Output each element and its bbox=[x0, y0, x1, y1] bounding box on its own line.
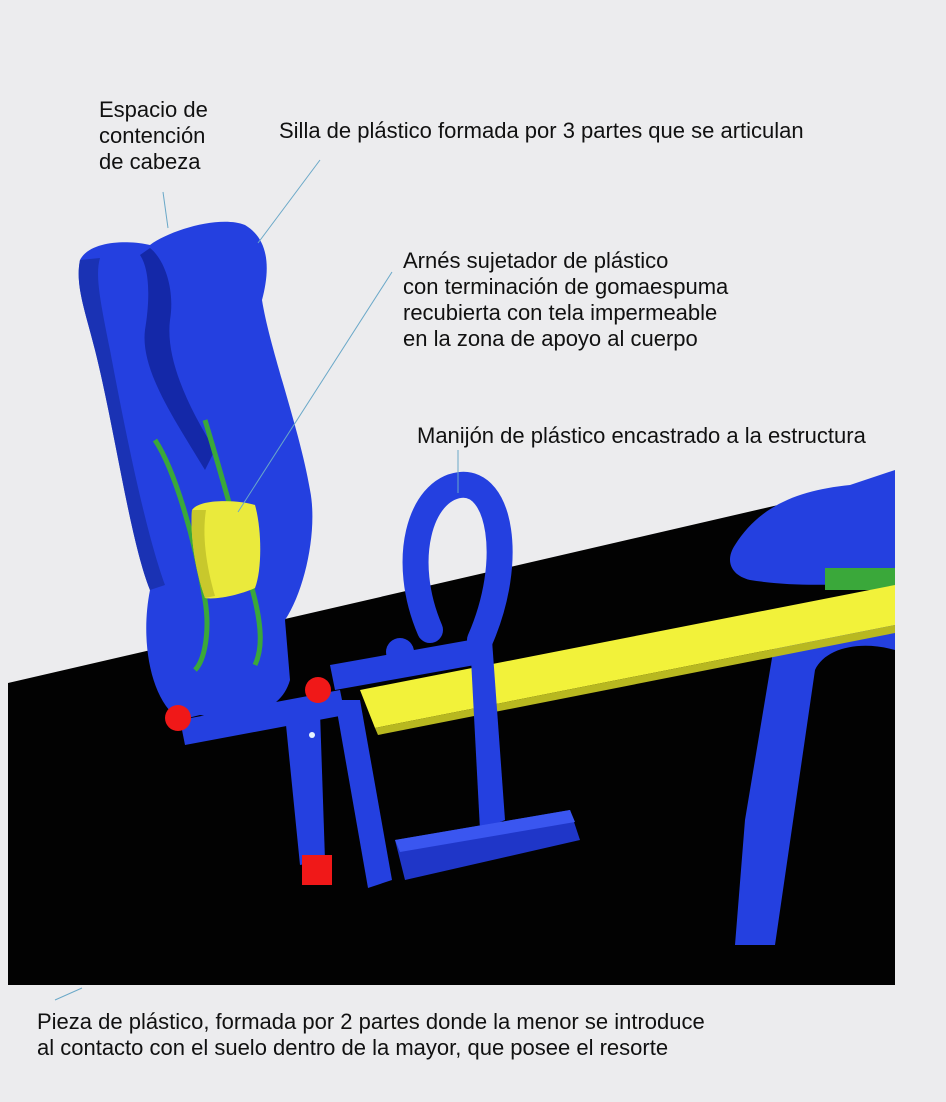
label-head-space-line-1: Espacio de bbox=[99, 97, 208, 122]
spring-leg-outer bbox=[285, 712, 325, 865]
front-frame-leg bbox=[470, 640, 505, 830]
label-handle: Manijón de plástico encastrado a la estr… bbox=[417, 423, 866, 449]
label-handle-line: Manijón de plástico encastrado a la estr… bbox=[417, 423, 866, 448]
label-head-space-line-2: contención bbox=[99, 123, 206, 148]
footrest-top bbox=[395, 810, 575, 852]
label-harness: Arnés sujetador de plástico con terminac… bbox=[403, 248, 728, 352]
yellow-beam-shade bbox=[375, 625, 895, 735]
spring-leg-tip bbox=[302, 855, 332, 885]
label-harness-line-2: con terminación de gomaespuma bbox=[403, 274, 729, 299]
label-harness-line-4: en la zona de apoyo al cuerpo bbox=[403, 326, 698, 351]
label-head-space-line-3: de cabeza bbox=[99, 149, 201, 174]
label-harness-line-1: Arnés sujetador de plástico bbox=[403, 248, 669, 273]
frame-light bbox=[309, 732, 315, 738]
frame-vertical bbox=[335, 700, 392, 888]
harness-pad-shade bbox=[191, 510, 215, 598]
pivot-knob-left bbox=[165, 705, 191, 731]
right-seat bbox=[730, 470, 895, 585]
label-head-space: Espacio de contención de cabeza bbox=[99, 97, 208, 175]
leader-chair bbox=[257, 159, 321, 244]
axle-knob bbox=[386, 638, 414, 666]
chair-head-groove bbox=[140, 248, 215, 470]
pivot-knob-right bbox=[305, 677, 331, 703]
label-spring-piece-line-2: al contacto con el suelo dentro de la ma… bbox=[37, 1035, 669, 1060]
label-spring-piece-line-1: Pieza de plástico, formada por 2 partes … bbox=[37, 1009, 705, 1034]
leader-harness bbox=[237, 271, 393, 513]
floor-plane bbox=[8, 478, 895, 985]
right-support-leg bbox=[735, 596, 895, 945]
chair-shade bbox=[78, 258, 165, 590]
label-chair: Silla de plástico formada por 3 partes q… bbox=[279, 118, 804, 144]
leader-spring-piece bbox=[54, 987, 83, 1001]
label-chair-line: Silla de plástico formada por 3 partes q… bbox=[279, 118, 804, 143]
label-spring-piece: Pieza de plástico, formada por 2 partes … bbox=[37, 1009, 705, 1061]
cross-bar bbox=[180, 690, 345, 745]
label-harness-line-3: recubierta con tela impermeable bbox=[403, 300, 718, 325]
leader-head-space bbox=[162, 191, 169, 229]
right-seat-bracket bbox=[825, 568, 895, 590]
handle-loop bbox=[402, 471, 513, 653]
